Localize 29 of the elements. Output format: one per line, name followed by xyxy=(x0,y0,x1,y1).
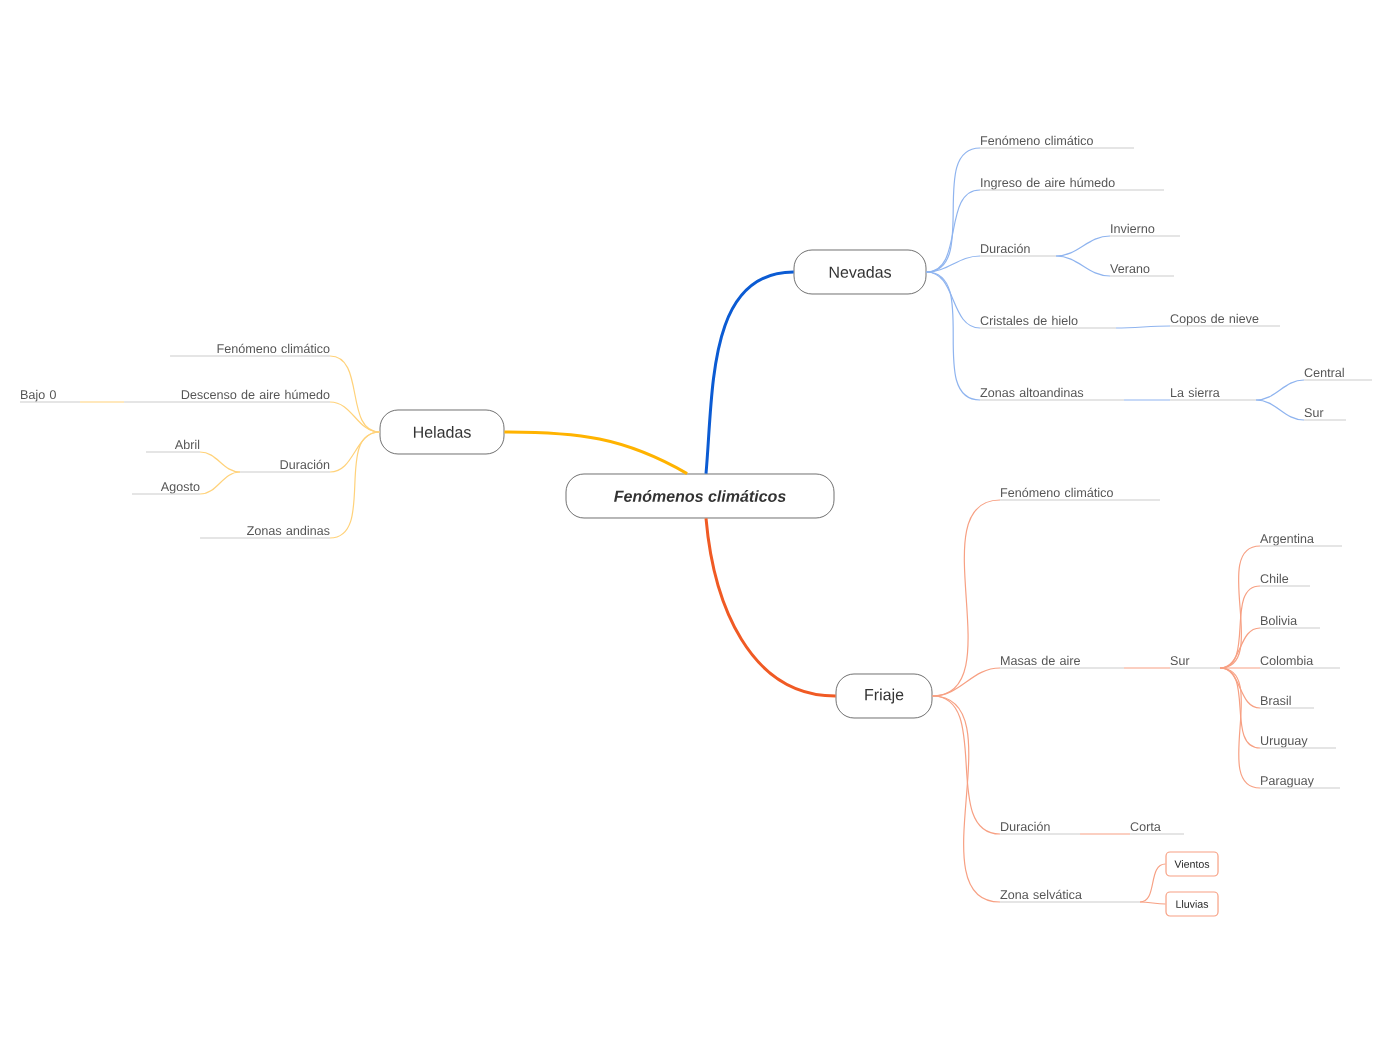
connector-line xyxy=(1079,833,1131,835)
connector-line xyxy=(1219,667,1261,789)
connector-line xyxy=(1255,399,1305,421)
topic-box: Fenómenos climáticos xyxy=(565,473,835,519)
topic-box: Nevadas xyxy=(793,249,927,295)
connector-line xyxy=(1255,379,1305,401)
connector-line xyxy=(1139,901,1166,905)
connector-line xyxy=(329,401,381,433)
connector-line xyxy=(925,271,981,401)
connector-line xyxy=(1139,863,1166,903)
connector-line xyxy=(79,401,125,403)
connector-line xyxy=(931,667,1001,697)
connector-line xyxy=(931,695,1001,903)
connector-line xyxy=(925,255,981,273)
connector-line xyxy=(504,430,688,475)
connector-line xyxy=(1115,325,1171,329)
topic-box: Heladas xyxy=(379,409,505,455)
connector-line xyxy=(199,471,241,495)
connector-line xyxy=(1055,255,1111,277)
connector-line xyxy=(1219,627,1261,669)
connector-line xyxy=(1123,667,1171,669)
connector-line xyxy=(704,270,794,474)
connector-line xyxy=(704,518,836,698)
connector-line xyxy=(1055,235,1111,257)
connector-line xyxy=(1123,399,1171,401)
topic-box: Friaje xyxy=(835,673,933,719)
connector-line xyxy=(1219,667,1261,749)
connector-line xyxy=(199,451,241,473)
connector-line xyxy=(329,431,381,539)
